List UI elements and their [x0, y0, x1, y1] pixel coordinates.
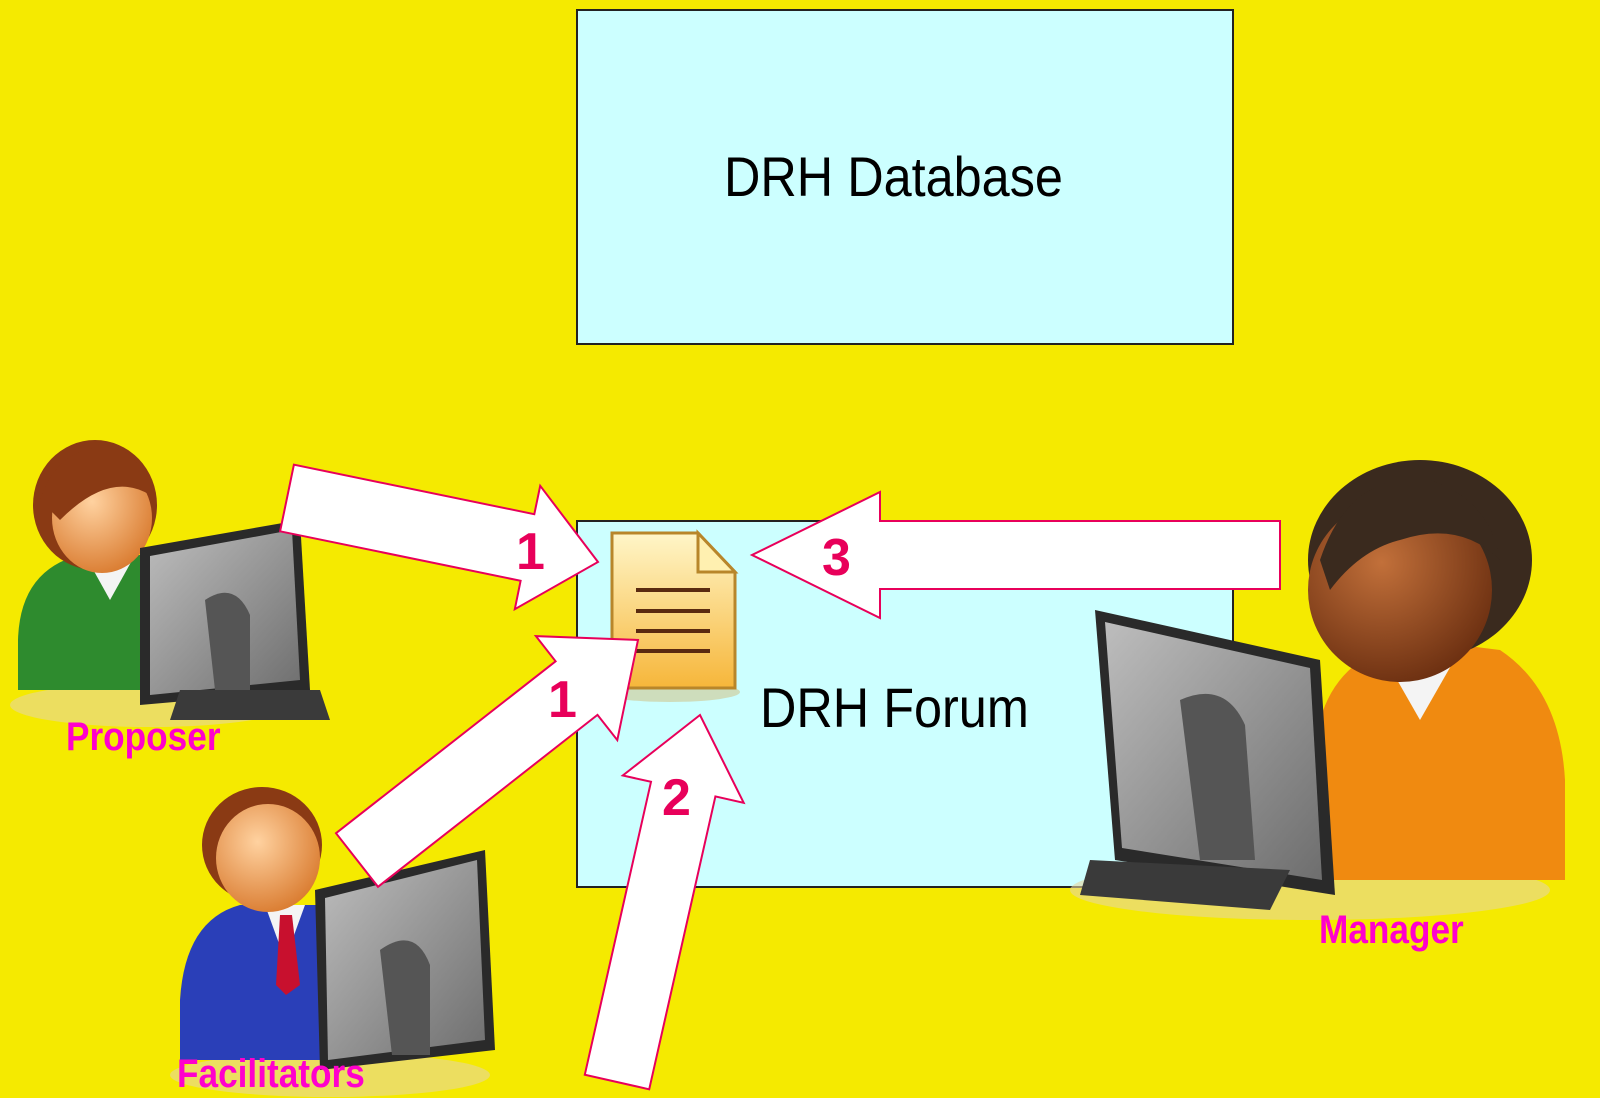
arrow-facilitators-to-document: [334, 635, 640, 889]
arrow-manager-to-document: [749, 490, 1281, 620]
facilitators-label: Facilitators: [177, 1052, 365, 1096]
drh-forum-label: DRH Forum: [760, 676, 1029, 739]
drh-database-box: [576, 9, 1234, 345]
manager-icon: [1070, 460, 1565, 920]
flow-arrows: [278, 463, 1281, 1091]
proposer-icon: [10, 440, 330, 727]
manager-label: Manager: [1319, 908, 1464, 952]
arrow-proposer-to-document: [278, 463, 600, 612]
proposer-label: Proposer: [66, 715, 221, 759]
step-number-facilitators: 1: [548, 671, 577, 729]
arrow-bottom-to-document: [583, 713, 746, 1091]
facilitators-icon: [170, 787, 495, 1097]
step-number-manager: 3: [822, 529, 851, 587]
drh-database-label: DRH Database: [724, 145, 1063, 208]
step-number-bottom: 2: [662, 769, 691, 827]
step-number-proposer: 1: [516, 523, 545, 581]
